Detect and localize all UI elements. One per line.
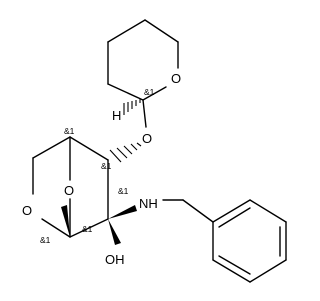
bond bbox=[144, 19, 179, 43]
wedge-bond-bridge bbox=[61, 205, 70, 237]
bond-thp-ether bbox=[142, 99, 147, 128]
stereo-label-thp: &1 bbox=[144, 87, 155, 97]
atom-h-thp: H bbox=[112, 108, 121, 123]
wedge-bond-hydroxyl bbox=[108, 219, 121, 245]
stereo-label-hydroxyl: &1 bbox=[82, 224, 93, 234]
bond bbox=[32, 136, 71, 159]
bond bbox=[212, 199, 251, 223]
bond bbox=[107, 19, 146, 43]
atom-o-thp: O bbox=[171, 71, 181, 86]
stereo-label-anomeric: &1 bbox=[40, 235, 51, 245]
hashed-bond-h bbox=[123, 99, 141, 115]
bond bbox=[107, 83, 144, 101]
bond bbox=[249, 259, 287, 283]
stereo-label-top: &1 bbox=[64, 126, 75, 136]
atom-o-ring: O bbox=[22, 203, 32, 218]
tetrahydropyran-ring bbox=[107, 19, 179, 101]
bond bbox=[182, 199, 214, 223]
atom-o-ether: O bbox=[142, 131, 152, 146]
bicyclic-core bbox=[32, 136, 109, 238]
stereo-label-ether: &1 bbox=[101, 161, 112, 171]
bond bbox=[41, 218, 71, 238]
bond-double bbox=[218, 255, 251, 275]
molecule-diagram: O H O O O NH OH &1 &1 &1 &1 &1 &1 bbox=[22, 19, 287, 283]
bond-double bbox=[218, 207, 251, 228]
atom-nh: NH bbox=[139, 196, 158, 211]
bond bbox=[69, 218, 109, 238]
bond bbox=[212, 259, 251, 283]
hashed-bond-ether bbox=[109, 142, 142, 163]
benzyl-group bbox=[162, 199, 287, 283]
stereo-label-amine: &1 bbox=[118, 186, 129, 196]
wedge-bond-amine bbox=[108, 205, 137, 219]
bond bbox=[69, 136, 109, 161]
bond bbox=[142, 86, 167, 101]
atom-o-bridge: O bbox=[64, 183, 74, 198]
atom-oh: OH bbox=[105, 252, 125, 267]
bond bbox=[249, 199, 287, 223]
